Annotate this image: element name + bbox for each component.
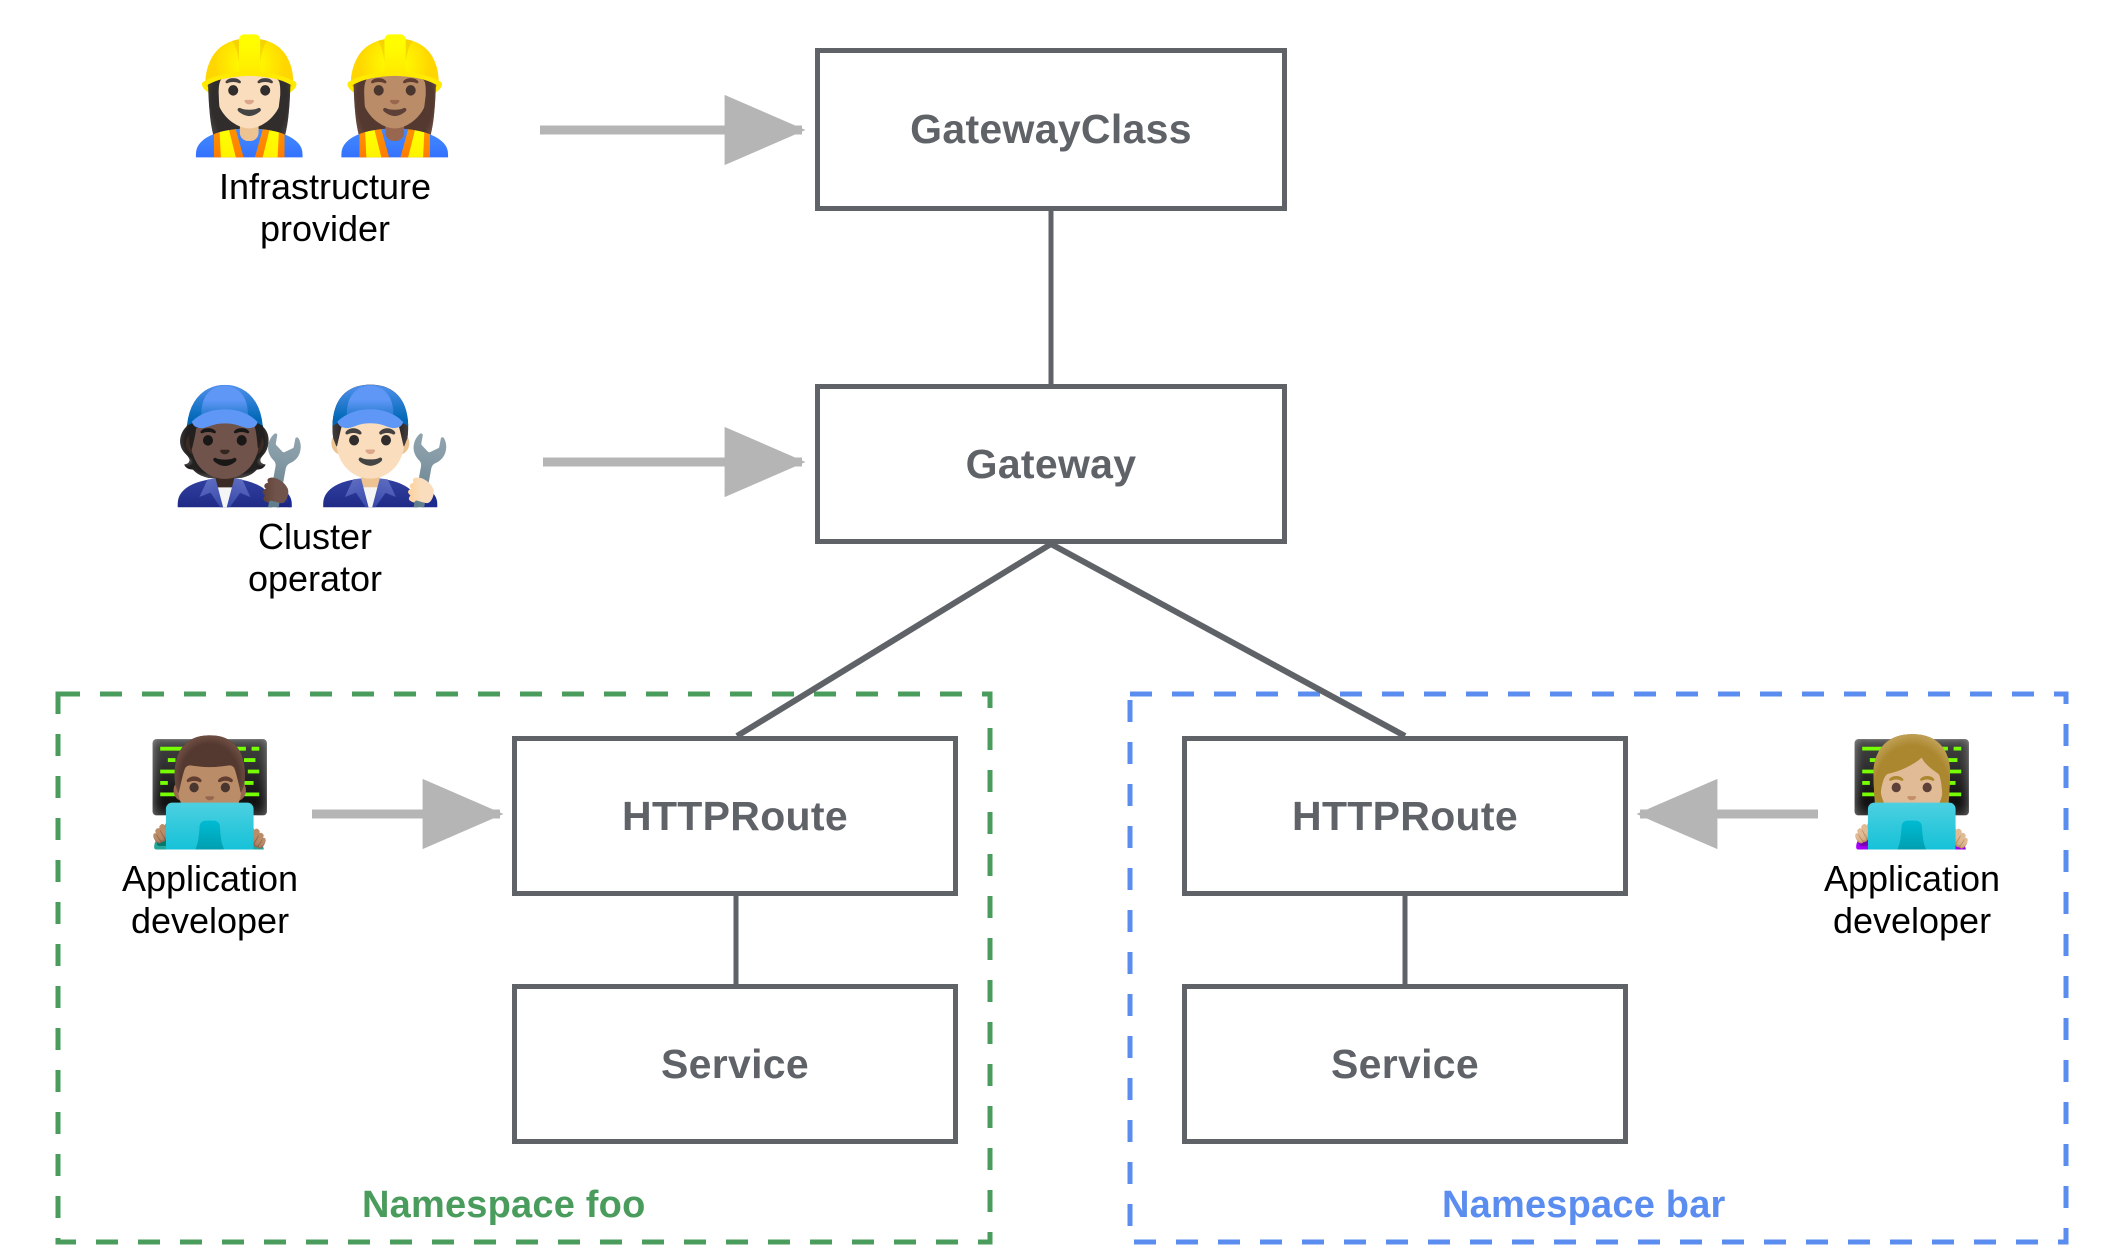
developer-laptop-emoji: 👩🏼‍💻 <box>1847 731 1977 853</box>
resource-label-gatewayclass: GatewayClass <box>910 106 1192 152</box>
resource-box-httproute-bar[interactable]: HTTPRoute <box>1182 736 1628 896</box>
resource-box-gateway[interactable]: Gateway <box>815 384 1287 544</box>
developer-laptop-emoji: 👨🏽‍💻 <box>145 731 275 853</box>
connector-gateway-httproute-bar <box>1049 541 1407 739</box>
resource-label-httproute-foo: HTTPRoute <box>622 792 848 839</box>
resource-box-service-foo[interactable]: Service <box>512 984 958 1144</box>
resource-label-gateway: Gateway <box>965 440 1137 487</box>
construction-workers-emoji: 👷🏻‍♀️👷🏽‍♀️ <box>179 31 471 161</box>
resource-box-service-bar[interactable]: Service <box>1182 984 1628 1144</box>
persona-caption-application-developer-bar: Application developer <box>1823 858 2001 942</box>
persona-caption-application-developer-foo: Application developer <box>121 858 299 942</box>
persona-infrastructure-provider: 👷🏻‍♀️👷🏽‍♀️ Infrastructure provider <box>180 40 465 251</box>
resource-label-service-foo: Service <box>660 1040 809 1087</box>
connector-gateway-httproute-foo <box>735 541 1053 739</box>
mechanics-emoji: 🧑🏿‍🔧👨🏻‍🔧 <box>169 381 461 511</box>
persona-application-developer-bar: 👩🏼‍💻 Application developer <box>1812 740 2012 943</box>
persona-caption-cluster-operator: Cluster operator <box>247 516 383 600</box>
namespace-label-foo: Namespace foo <box>362 1184 646 1226</box>
persona-cluster-operator: 🧑🏿‍🔧👨🏻‍🔧 Cluster operator <box>170 390 455 601</box>
persona-caption-infrastructure-provider: Infrastructure provider <box>218 166 432 250</box>
resource-label-httproute-bar: HTTPRoute <box>1292 792 1518 839</box>
namespace-label-bar: Namespace bar <box>1442 1184 1726 1226</box>
resource-box-gatewayclass[interactable]: GatewayClass <box>815 48 1287 211</box>
persona-application-developer-foo: 👨🏽‍💻 Application developer <box>110 740 310 943</box>
resource-label-service-bar: Service <box>1330 1040 1479 1087</box>
resource-box-httproute-foo[interactable]: HTTPRoute <box>512 736 958 896</box>
